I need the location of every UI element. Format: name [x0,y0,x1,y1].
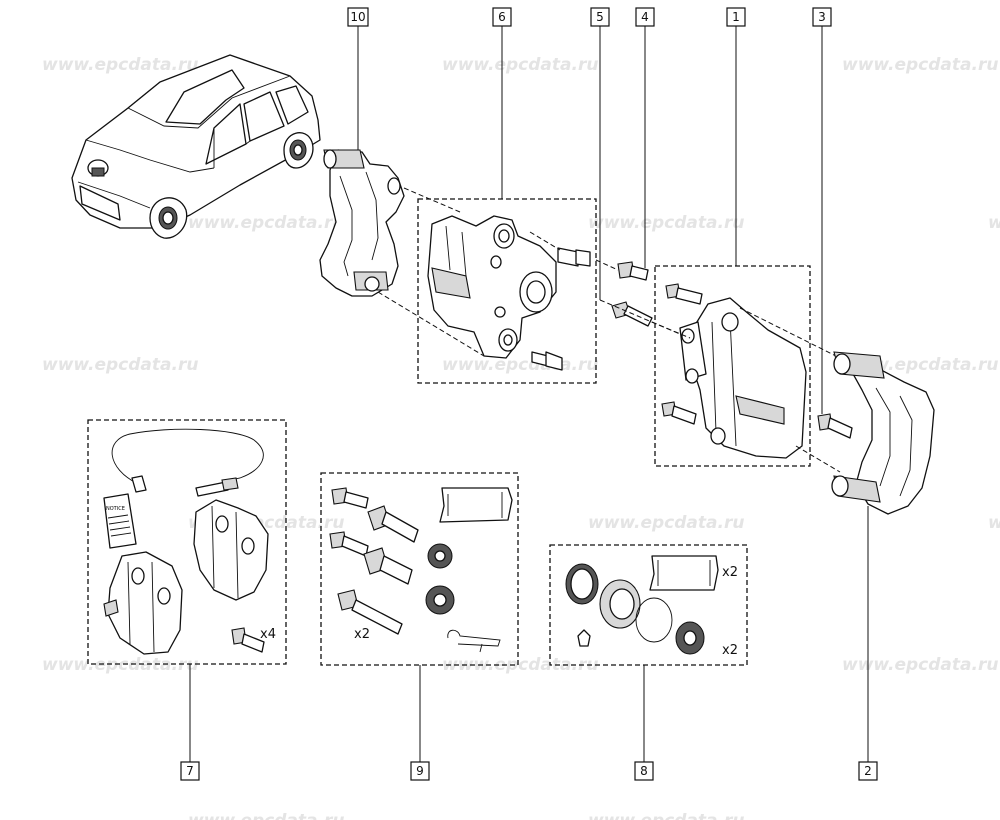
o-ring [635,597,673,643]
car-illustration [71,54,321,239]
bolt-4 [617,261,649,281]
guide-pin-9b [363,547,413,585]
spring-clip-9 [447,629,501,653]
watermark: www.epcdata.ru [442,655,598,675]
watermark: www.epcdata.ru [442,355,598,375]
alignment-line [739,307,841,359]
bleed-cap [577,629,591,647]
watermark: www.epcdata.ru [842,55,998,75]
callout-number: 9 [416,764,424,778]
piston-dust-boot [599,579,641,629]
guide-bolt-9a [331,487,369,509]
callout-number: 1 [732,10,740,24]
callout-6: 6 [492,7,512,27]
brake-caliper-6 [427,215,557,359]
dust-boot-9b [425,585,455,615]
watermark: www.epcdata.ru [188,811,344,820]
leader-lines [189,26,869,762]
watermark: www.epcdata.ru [588,513,744,533]
dust-boot-9a [427,543,453,569]
callout-5: 5 [590,7,610,27]
callout-number: 2 [864,764,872,778]
callout-number: 3 [818,10,826,24]
watermark: www.epcdata.ru [42,655,198,675]
quantity-label: x2 [722,565,738,580]
alignment-line [529,231,561,251]
callout-number: 8 [640,764,648,778]
grease-sachet-8 [649,555,719,591]
bolt-1-lower [661,401,697,425]
alignment-line [795,445,841,473]
pad-bolt [231,627,265,653]
watermark: www.epcdata.ru [42,355,198,375]
carrier-bracket-right [831,351,935,515]
wear-sensor-cable [111,428,264,497]
group-box-8 [549,544,748,666]
group-box-9 [320,472,519,666]
watermark: www.epcdata.ru [442,55,598,75]
callout-number: 7 [186,764,194,778]
grease-sachet-9 [439,487,513,523]
callout-7: 7 [180,761,200,781]
alignment-line [377,291,485,357]
guide-bolt-6 [531,351,563,371]
watermark: www.epcdata.ru [588,811,744,820]
bolt-3 [817,413,853,439]
watermark: www.epcdata.ru [988,513,1000,533]
quantity-label: x4 [260,627,276,642]
group-box-6 [417,198,597,384]
quantity-label: x2 [722,643,738,658]
bolt-1-upper [665,283,703,305]
alignment-line [403,187,461,213]
guide-bolt-9c [337,589,403,635]
guide-bolt-6 [557,247,591,267]
callout-2: 2 [858,761,878,781]
group-box-7 [87,419,287,665]
alignment-line [595,259,619,271]
brake-pads-upper [193,499,269,601]
alignment-line [651,321,691,339]
callout-3: 3 [812,7,832,27]
piston-seal-ring [565,563,599,605]
callout-10: 10 [347,7,369,27]
guide-boot-8 [675,621,705,655]
brake-pads-lower [103,551,183,655]
callout-number: 5 [596,10,604,24]
watermark: www.epcdata.ru [188,213,344,233]
watermark: www.epcdata.ru [842,655,998,675]
callout-8: 8 [634,761,654,781]
brake-caliper-1 [679,297,807,459]
group-box-1 [654,265,811,467]
notice-leaflet: NOTICE [103,493,137,549]
callout-9: 9 [410,761,430,781]
callout-number: 10 [350,10,365,24]
watermark: www.epcdata.ru [588,213,744,233]
notice-label: NOTICE [106,506,125,512]
callout-number: 4 [641,10,649,24]
callout-1: 1 [726,7,746,27]
carrier-bracket [319,149,405,297]
alignment-line [599,299,681,335]
callout-4: 4 [635,7,655,27]
callout-number: 6 [498,10,506,24]
watermark: www.epcdata.ru [42,55,198,75]
watermark: www.epcdata.ru [988,213,1000,233]
quantity-label: x2 [354,627,370,642]
guide-bolt-9b [329,531,369,557]
guide-pin-9a [367,505,419,543]
